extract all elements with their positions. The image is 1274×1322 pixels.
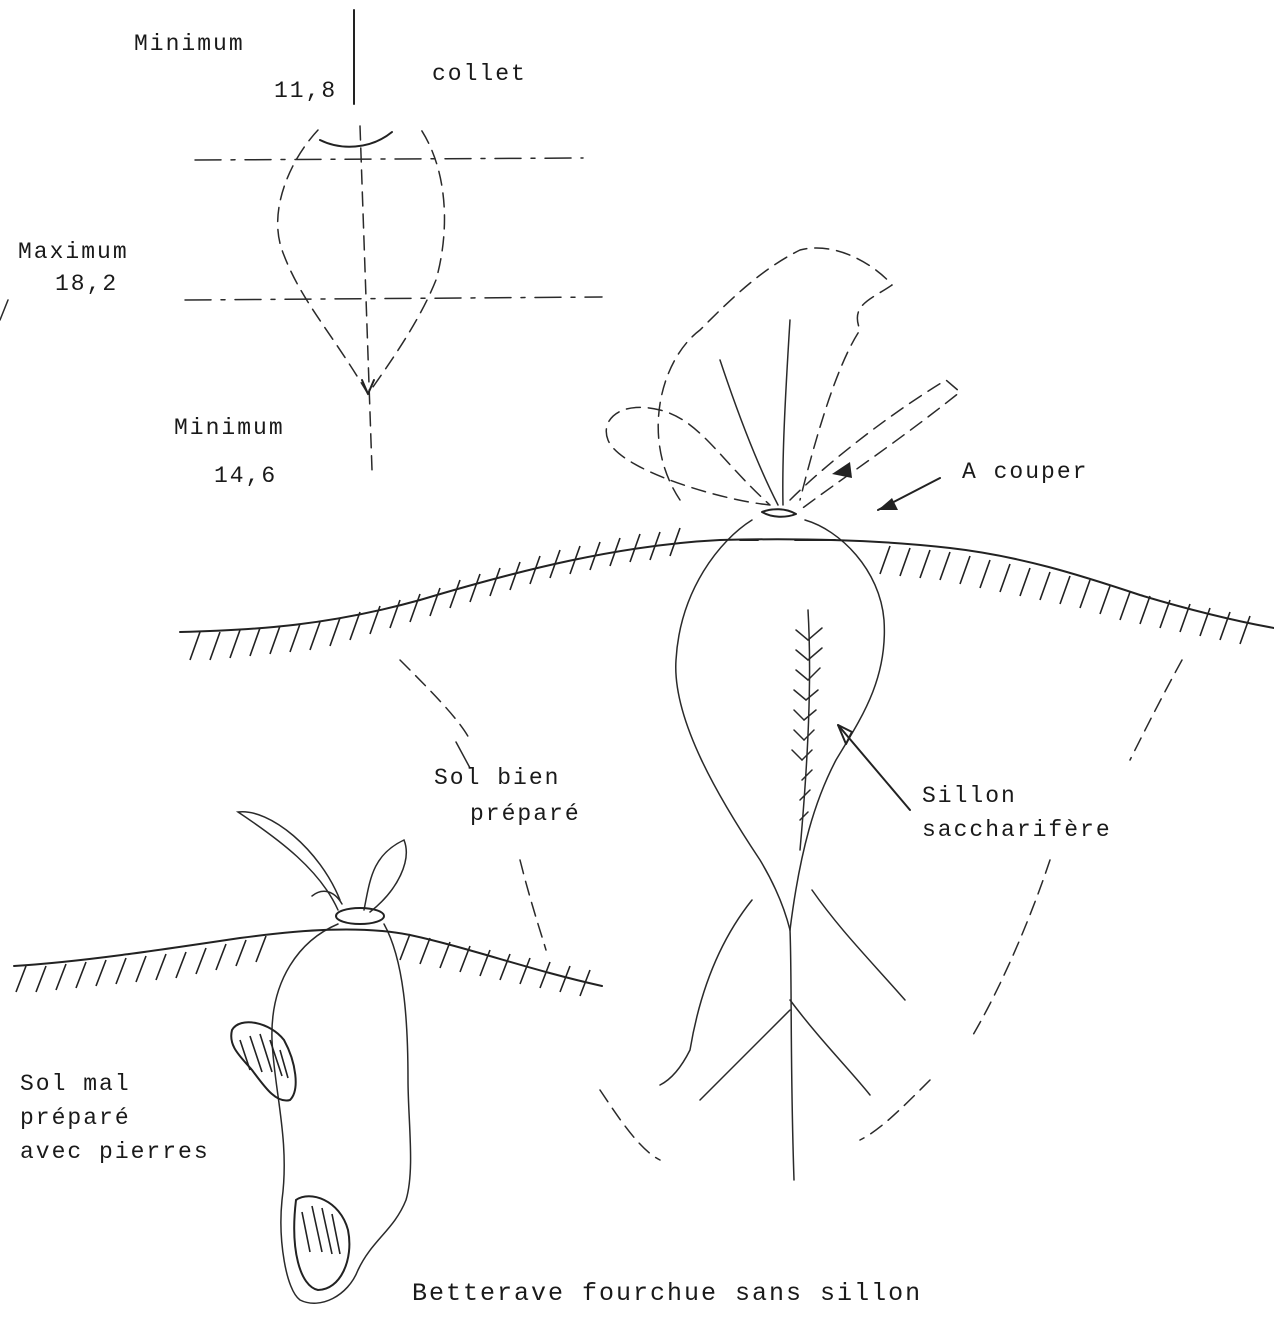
label-minimum-bottom-value: 14,6 <box>214 460 277 492</box>
label-sol-mal-line2: préparé <box>20 1102 131 1134</box>
label-sol-bien-line1: Sol bien <box>434 762 560 794</box>
label-a-couper: A couper <box>962 456 1088 488</box>
forked-beet <box>231 812 410 1304</box>
sugar-distribution-diagram <box>185 10 602 470</box>
caption: Betterave fourchue sans sillon <box>412 1278 922 1310</box>
ground-line-secondary <box>14 929 602 996</box>
label-sol-bien-line2: préparé <box>470 798 581 830</box>
label-collet-value: 11,8 <box>274 75 337 107</box>
label-minimum-bottom: Minimum <box>174 412 285 444</box>
soil-profile-lines <box>400 660 1182 1160</box>
label-maximum-value: 18,2 <box>55 268 118 300</box>
edge-mark <box>0 300 8 320</box>
label-collet: collet <box>432 58 527 90</box>
label-sillon-line1: Sillon <box>922 780 1017 812</box>
label-sillon-line2: saccharifère <box>922 814 1112 846</box>
label-maximum: Maximum <box>18 236 129 268</box>
main-beet <box>606 248 960 1180</box>
ground-line-main <box>180 528 1274 660</box>
label-sol-mal-line1: Sol mal <box>20 1068 131 1100</box>
label-sol-mal-line3: avec pierres <box>20 1136 210 1168</box>
label-minimum-top: Minimum <box>134 28 245 60</box>
